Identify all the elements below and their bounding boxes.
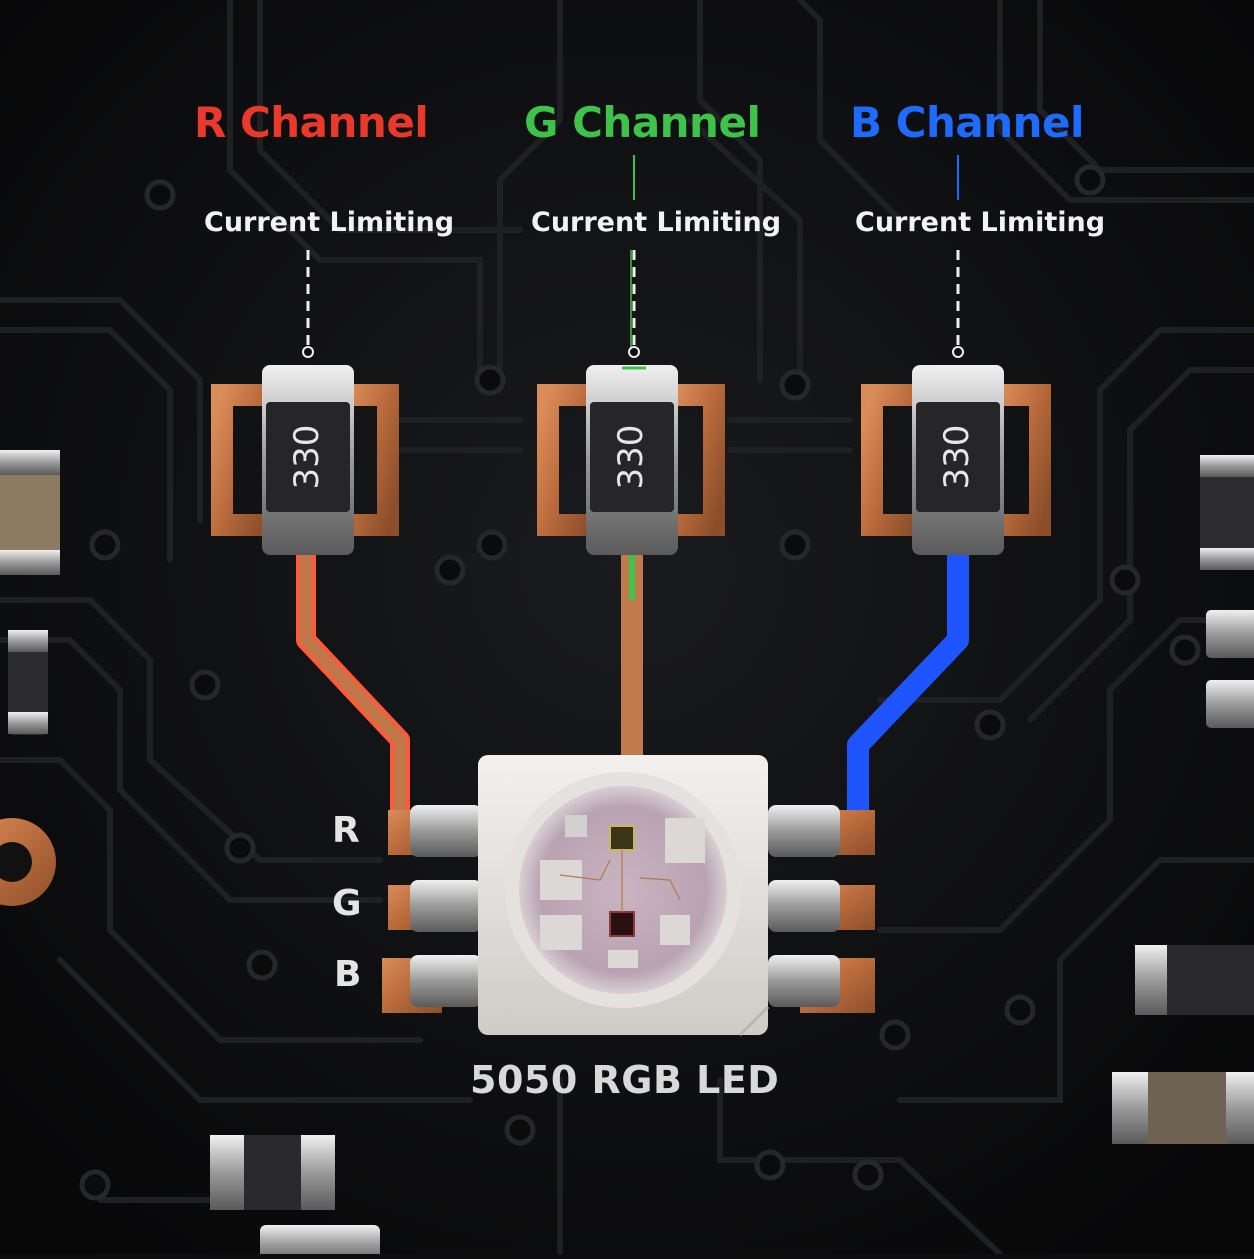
side-components: [0, 450, 1254, 1259]
resistor-pads: [211, 384, 1051, 536]
resistor-r: [262, 365, 354, 555]
resistor-b: [912, 365, 1004, 555]
g-current-limiting-label: Current Limiting: [531, 207, 782, 238]
led-5050: [478, 755, 770, 1037]
r-callout-dot: [302, 346, 314, 358]
led-leads: [410, 805, 840, 1007]
r-channel-title: R Channel: [194, 98, 429, 147]
b-current-limiting-label: Current Limiting: [855, 207, 1106, 238]
pin-label-b: B: [334, 954, 362, 995]
led-label: 5050 RGB LED: [470, 1058, 780, 1102]
led-die-green: [609, 825, 635, 851]
g-callout-dot: [628, 346, 640, 358]
led-die-red: [609, 911, 635, 937]
resistor-g-code: 330: [611, 425, 651, 490]
resistor-r-code: 330: [287, 425, 327, 490]
b-callout-dot: [952, 346, 964, 358]
g-channel-title: G Channel: [524, 98, 761, 147]
vias: [79, 164, 1201, 1201]
r-current-limiting-label: Current Limiting: [204, 207, 455, 238]
pin-label-g: G: [332, 883, 362, 924]
resistor-g: [586, 365, 678, 555]
via-hole: [0, 842, 32, 882]
b-channel-title: B Channel: [850, 98, 1084, 147]
resistor-b-code: 330: [937, 425, 977, 490]
pin-label-r: R: [332, 810, 360, 851]
